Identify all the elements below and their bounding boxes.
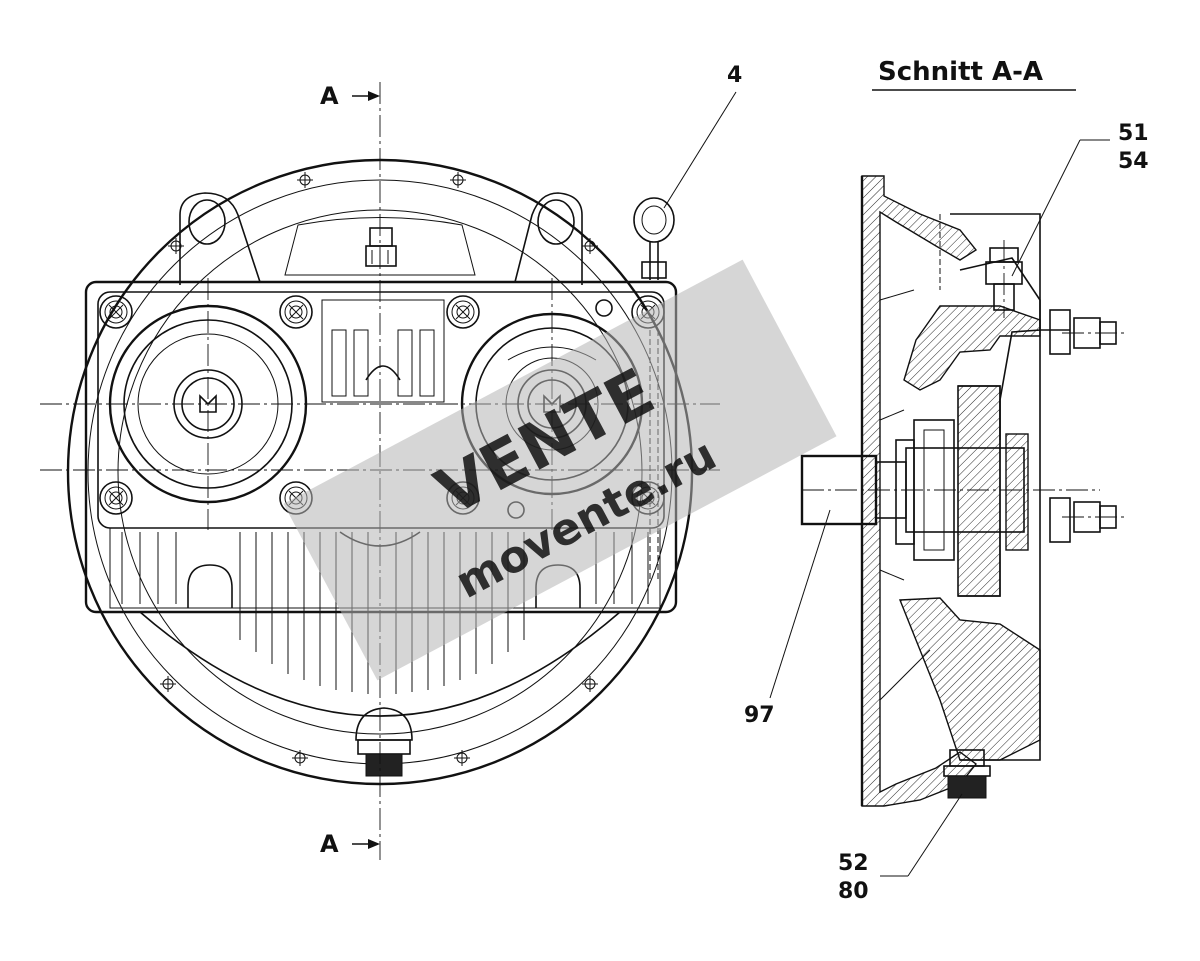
drain-plug-front	[355, 707, 413, 777]
gear-assembly	[895, 385, 1029, 597]
watermark: VENTE movente.ru	[283, 259, 837, 681]
section-label-top: A	[320, 82, 339, 110]
section-view: Schnitt A-A	[744, 57, 1149, 904]
watermark-band	[283, 259, 837, 681]
breather-plug	[365, 227, 397, 267]
breather-section	[985, 240, 1023, 318]
housing-wall-lower	[898, 597, 1041, 761]
callout-97-label: 97	[744, 703, 775, 728]
side-bolts	[1062, 317, 1124, 533]
housing-flange-section	[861, 175, 978, 807]
callout-54-label: 54	[1118, 149, 1149, 174]
output-shaft	[800, 447, 1100, 533]
housing-wall-upper	[903, 305, 1041, 391]
section-marker-top: A	[320, 82, 380, 110]
callout-52-80: 52 80	[838, 793, 963, 904]
callout-97: 97	[744, 509, 831, 728]
lifting-lugs	[179, 192, 583, 285]
callout-4: 4	[663, 63, 742, 209]
callout-52-label: 52	[838, 851, 869, 876]
center-ribs	[321, 299, 445, 403]
section-marker-bottom: A	[320, 830, 380, 858]
drain-plug-section	[943, 749, 991, 799]
callout-51-label: 51	[1118, 121, 1149, 146]
section-label-bottom: A	[320, 830, 339, 858]
callout-51-54: 51 54	[1011, 121, 1149, 277]
callout-80-label: 80	[838, 879, 869, 904]
callout-4-label: 4	[727, 63, 742, 88]
section-title: Schnitt A-A	[878, 57, 1043, 87]
